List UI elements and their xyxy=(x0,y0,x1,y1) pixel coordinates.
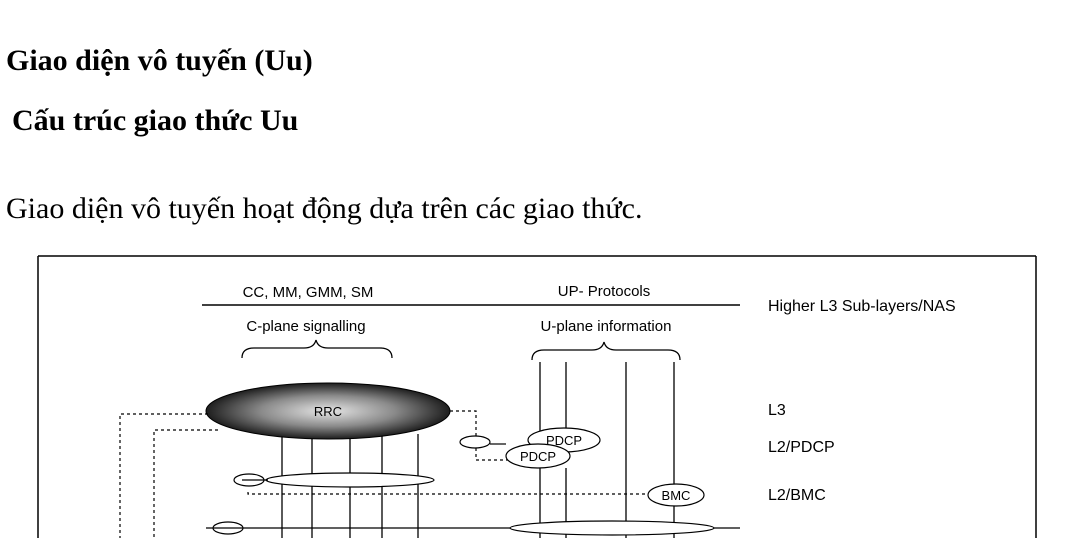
uplane-brace xyxy=(531,341,681,361)
layer-label-l3: L3 xyxy=(768,402,786,419)
uplane-rlc-sap-ellipse xyxy=(509,520,715,536)
protocol-architecture-figure: CC, MM, GMM, SM UP- Protocols Higher L3 … xyxy=(37,255,1037,538)
pdcp-ellipse-2 xyxy=(505,443,571,469)
heading-2: Cấu trúc giao thức Uu xyxy=(12,104,299,137)
rrc-label: RRC xyxy=(314,404,342,419)
figure-frame xyxy=(37,255,1037,538)
cplane-brace xyxy=(241,339,393,359)
heading-1: Giao diện vô tuyến (Uu) xyxy=(6,44,313,77)
cplane-label: C-plane signalling xyxy=(246,318,365,335)
control-dashed-lines xyxy=(119,410,648,538)
pdcp-control-sap xyxy=(459,435,491,449)
layer-label-l2-bmc: L2/BMC xyxy=(768,487,826,504)
uplane-vertical-lines xyxy=(539,362,675,538)
bmc-label: BMC xyxy=(662,488,691,503)
cplane-rlc-sap-ellipse xyxy=(265,472,435,488)
pdcp-label-1: PDCP xyxy=(546,433,582,448)
higher-layer-label: Higher L3 Sub-layers/NAS xyxy=(768,298,956,315)
pdcp-label-2: PDCP xyxy=(520,449,556,464)
bmc-ellipse xyxy=(647,483,705,507)
top-left-label: CC, MM, GMM, SM xyxy=(243,284,374,301)
uplane-label: U-plane information xyxy=(541,318,672,335)
layer-label-l2-pdcp: L2/PDCP xyxy=(768,439,835,456)
top-mid-label: UP- Protocols xyxy=(558,283,651,300)
paragraph: Giao diện vô tuyến hoạt động dựa trên cá… xyxy=(6,192,643,225)
